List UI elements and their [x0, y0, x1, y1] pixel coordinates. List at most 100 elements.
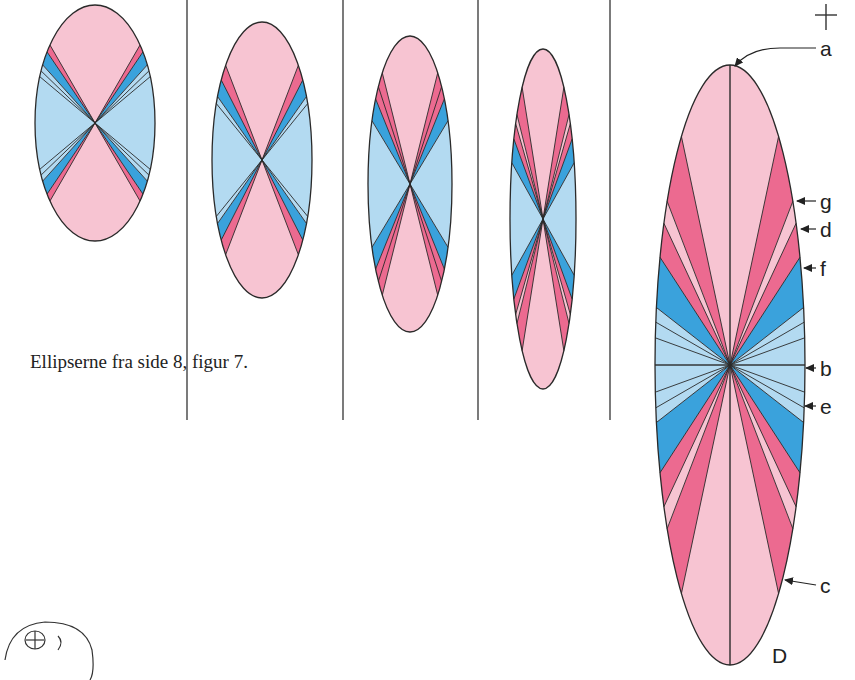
color-sector [262, 160, 716, 680]
sector-line [410, 184, 444, 269]
color-sector [58, 219, 543, 680]
callout-letter: f [820, 258, 826, 279]
sector-line [655, 365, 730, 366]
color-sector [0, 160, 262, 680]
sector-line [262, 160, 303, 240]
sector-line [226, 160, 262, 255]
callout-letter: g [820, 191, 832, 212]
color-sector [58, 0, 543, 219]
callout-letter: c [820, 575, 831, 596]
color-sector [0, 0, 543, 219]
color-sector [35, 184, 410, 680]
sector-line [410, 99, 444, 184]
sector-line [95, 71, 149, 123]
sector-line [730, 65, 731, 365]
sector-line [221, 160, 262, 240]
sector-line [543, 115, 569, 219]
color-sector [185, 365, 730, 680]
ellipse-outline [35, 5, 155, 241]
sector-line [95, 77, 150, 123]
sector-line [95, 65, 147, 123]
color-sector [35, 0, 410, 184]
sector-line [216, 104, 262, 160]
sector-line [730, 365, 805, 392]
color-sector [730, 365, 855, 680]
color-sector [0, 160, 262, 680]
sector-line [543, 163, 574, 219]
sector-line [543, 219, 570, 314]
sector-line [730, 365, 805, 366]
sector-line [262, 65, 298, 160]
sector-line [43, 123, 95, 181]
color-sector [0, 0, 262, 160]
sector-line [543, 87, 564, 219]
sector-line [376, 184, 410, 269]
sector-line [50, 123, 95, 201]
sector-line [372, 121, 410, 184]
sector-line [730, 136, 779, 365]
sector-line [656, 365, 730, 423]
color-sector [267, 219, 543, 680]
sector-line [543, 219, 564, 351]
sector-line [95, 123, 143, 194]
color-sector [0, 219, 543, 680]
sector-line [730, 257, 800, 365]
sector-line [656, 322, 730, 365]
color-sector [522, 365, 730, 680]
color-sector [262, 0, 716, 160]
sector-line [50, 45, 95, 123]
sector-line [730, 365, 804, 423]
color-sector [0, 0, 410, 184]
sector-line [516, 124, 543, 219]
sector-line [47, 52, 95, 123]
callout-letter: D [772, 645, 787, 666]
sector-line [660, 365, 730, 473]
sector-line [226, 65, 262, 160]
sector-line [47, 123, 95, 194]
ellipse-outline [212, 22, 312, 298]
small-sketch [5, 622, 93, 680]
sector-line [730, 365, 804, 408]
color-sector [0, 0, 730, 365]
sector-line [410, 184, 438, 295]
color-sector [0, 184, 410, 680]
sector-line [517, 219, 543, 323]
sector-line [262, 80, 303, 160]
sector-line [660, 257, 730, 365]
sector-line [95, 123, 149, 175]
sector-line [664, 365, 730, 507]
sector-line [40, 123, 95, 169]
sector-line [41, 71, 95, 123]
sector-line [730, 365, 800, 473]
sector-line [730, 365, 796, 507]
sector-line [681, 365, 730, 594]
color-sector [0, 0, 730, 365]
sector-line [262, 160, 298, 255]
sector-line [656, 307, 730, 365]
color-sector [0, 365, 730, 680]
sector-line [655, 365, 730, 366]
sector-line [262, 160, 308, 216]
sector-line [655, 338, 730, 365]
color-sector [0, 184, 410, 680]
sector-line [410, 73, 438, 184]
sector-line [40, 77, 95, 123]
callout-letter: a [820, 38, 832, 59]
sector-line [730, 307, 804, 365]
color-sector [0, 160, 262, 680]
color-sector [201, 0, 543, 219]
color-sector [0, 123, 95, 680]
color-sector [301, 0, 543, 219]
color-sector [0, 160, 262, 680]
sector-line [382, 184, 410, 295]
sector-line [730, 365, 731, 665]
color-sector [410, 0, 855, 184]
sector-line [382, 73, 410, 184]
sector-line [664, 223, 730, 365]
color-sector [267, 0, 543, 219]
sector-line [681, 136, 730, 365]
sector-line [95, 123, 150, 169]
sector-line [262, 160, 306, 223]
